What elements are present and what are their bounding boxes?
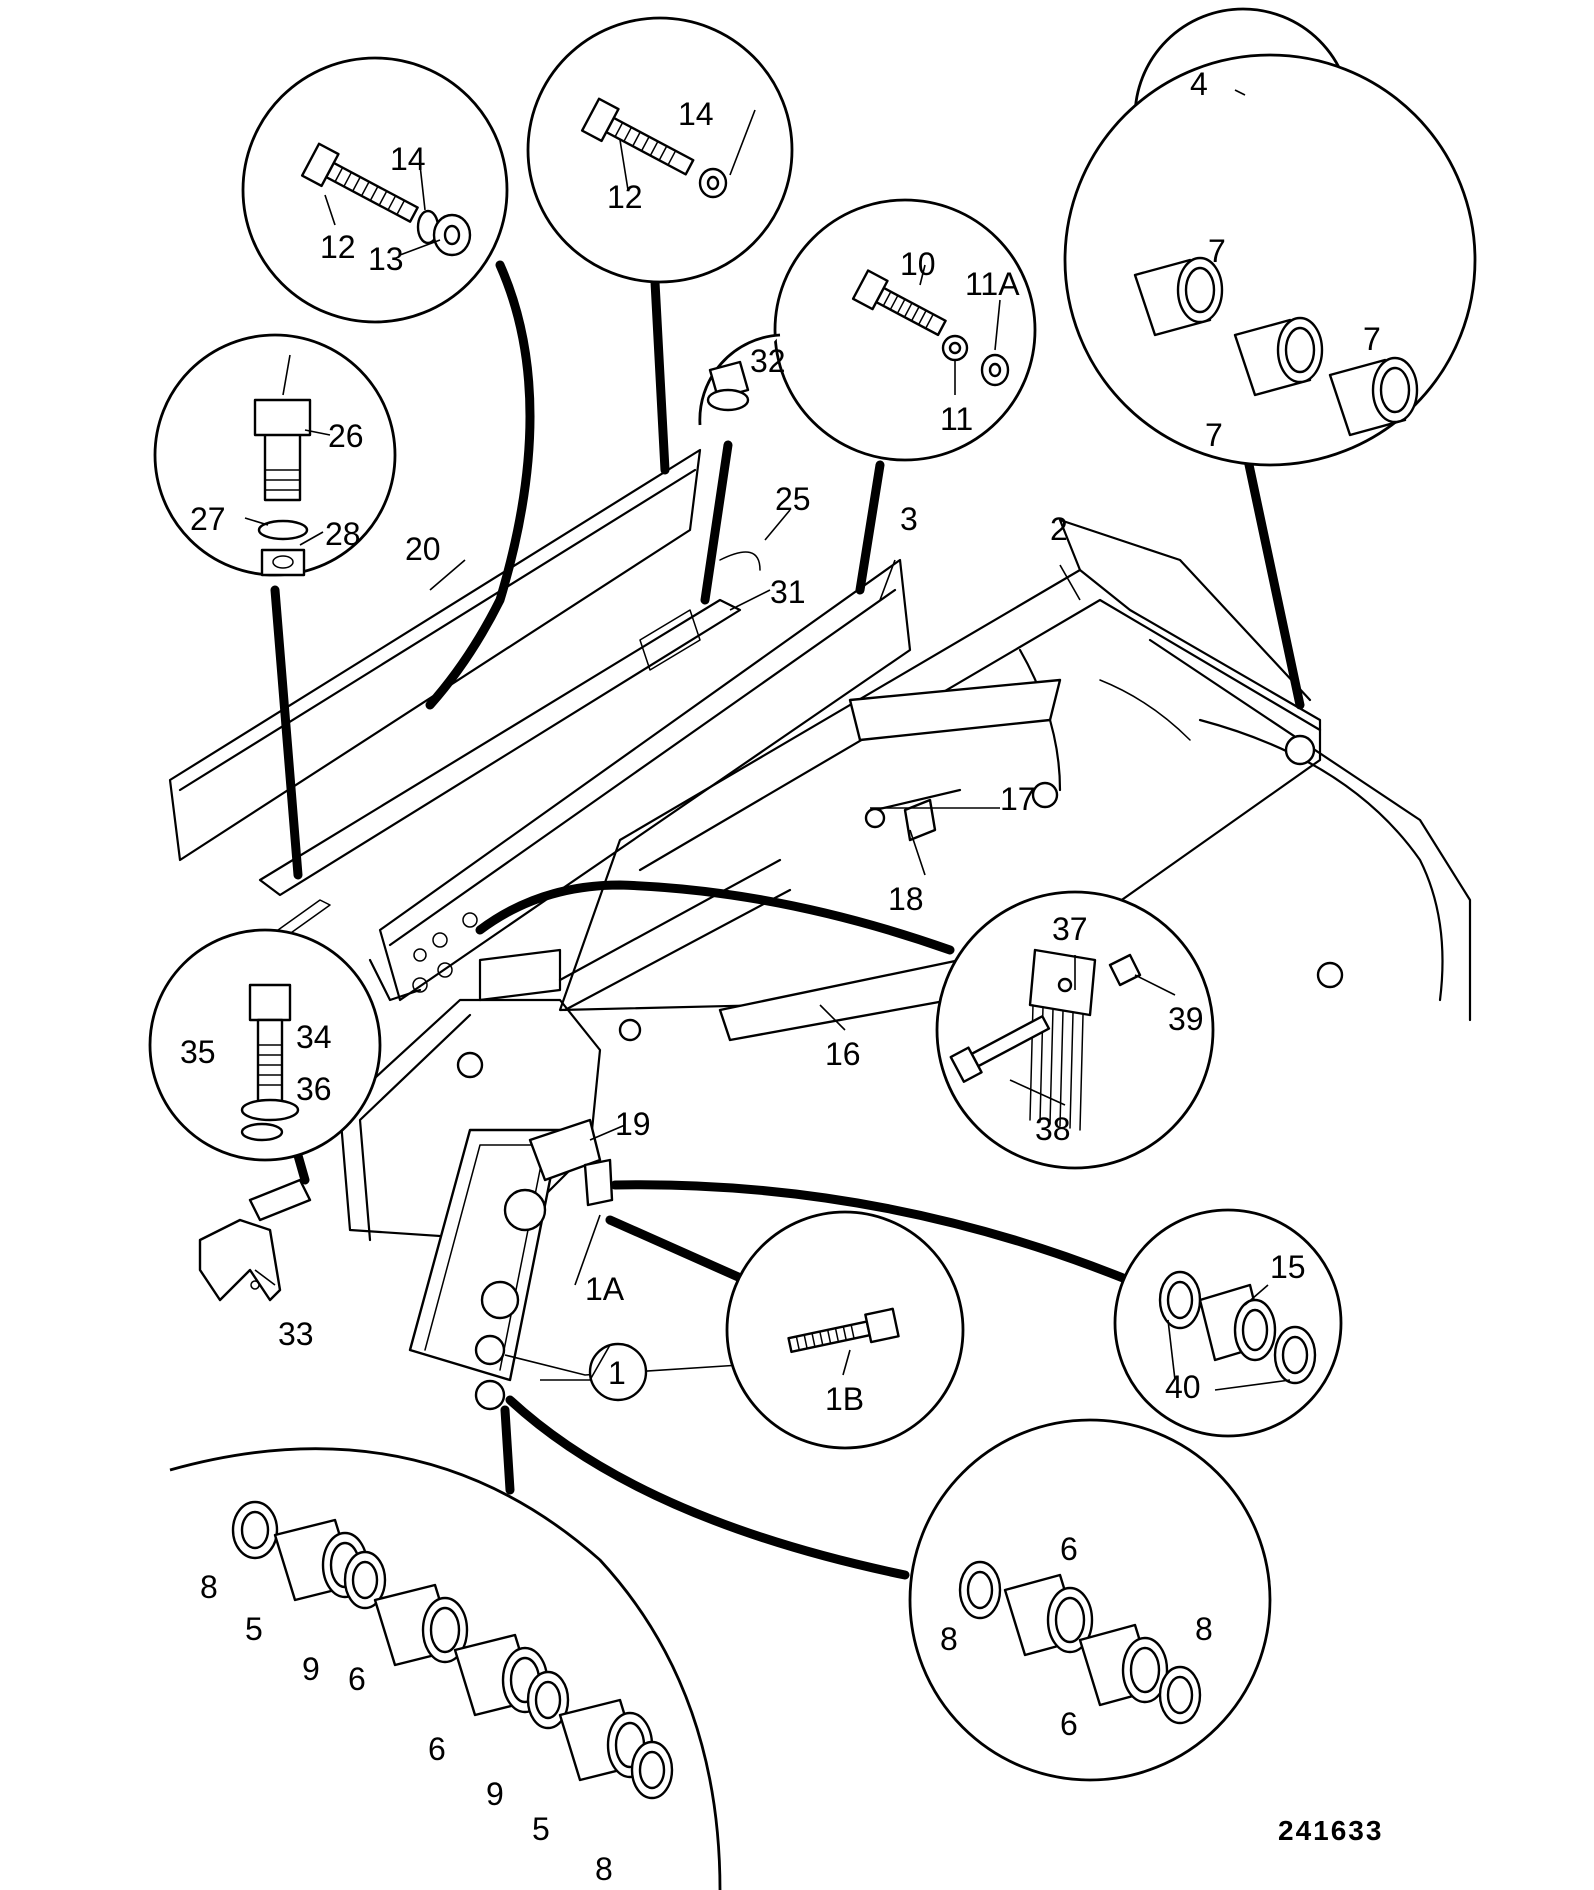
callout-19: 19	[615, 1106, 651, 1142]
callout-2: 2	[1050, 511, 1068, 547]
callout-32: 32	[750, 343, 786, 379]
callout-5: 5	[532, 1811, 550, 1847]
callout-36: 36	[296, 1071, 332, 1107]
callout-26: 26	[328, 418, 364, 454]
callout-1: 1	[608, 1355, 626, 1391]
callout-5: 5	[245, 1611, 263, 1647]
detail-bushes-bottom-left	[169, 1447, 722, 1890]
callout-10: 10	[900, 246, 936, 282]
detail-bolt-washer-nut	[241, 56, 509, 324]
detail-bolt-34	[148, 928, 382, 1162]
callout-7: 7	[1208, 233, 1226, 269]
callout-1-circle	[588, 1342, 648, 1402]
callout-4: 4	[1190, 66, 1208, 102]
callout-8: 8	[200, 1569, 218, 1605]
callout-18: 18	[888, 881, 924, 917]
callout-15: 15	[1270, 1249, 1306, 1285]
callout-27: 27	[190, 501, 226, 537]
detail-screw-1b	[725, 1210, 965, 1450]
callout-13: 13	[368, 241, 404, 277]
callout-14: 14	[390, 141, 426, 177]
callout-33: 33	[278, 1316, 314, 1352]
callout-25: 25	[775, 481, 811, 517]
detail-bolt-26	[153, 333, 397, 577]
detail-bolt-washer	[526, 16, 794, 284]
callout-12: 12	[607, 179, 643, 215]
callout-8: 8	[595, 1851, 613, 1887]
callout-37: 37	[1052, 911, 1088, 947]
callout-8: 8	[1195, 1611, 1213, 1647]
connector-leaders	[270, 260, 1305, 1580]
detail-bushes-top-right	[1063, 53, 1477, 467]
callout-17: 17	[1000, 781, 1036, 817]
callout-6: 6	[1060, 1531, 1078, 1567]
callout-34: 34	[296, 1019, 332, 1055]
callout-6: 6	[428, 1731, 446, 1767]
callout-11a: 11A	[965, 266, 1020, 302]
label-leaders	[244, 89, 1291, 1391]
callout-6: 6	[348, 1661, 366, 1697]
callout-35: 35	[180, 1034, 216, 1070]
drawing-number: 241633	[1278, 1815, 1383, 1846]
callout-7: 7	[1205, 417, 1223, 453]
main-boom-assembly	[168, 448, 1472, 1411]
callout-7: 7	[1363, 321, 1381, 357]
callout-16: 16	[825, 1036, 861, 1072]
callout-38: 38	[1035, 1111, 1071, 1147]
callout-28: 28	[325, 516, 361, 552]
callout-9: 9	[486, 1776, 504, 1812]
callout-31: 31	[770, 574, 806, 610]
callout-6: 6	[1060, 1706, 1078, 1742]
callout-8: 8	[940, 1621, 958, 1657]
callout-3: 3	[900, 501, 918, 537]
detail-capscrew-washers	[773, 198, 1037, 462]
callout-40: 40	[1165, 1369, 1201, 1405]
callout-11: 11	[940, 401, 973, 437]
detail-bush-15	[1113, 1208, 1343, 1438]
callout-20: 20	[405, 531, 441, 567]
callout-9: 9	[302, 1651, 320, 1687]
detail-comb-37	[935, 890, 1215, 1170]
callout-1a: 1A	[585, 1271, 625, 1307]
detail-screw-32	[698, 333, 781, 426]
callout-39: 39	[1168, 1001, 1204, 1037]
callout-12: 12	[320, 229, 356, 265]
callout-labels: 12 14 13 12 14 4 7 7 7 10 11A 11 32 26 2…	[180, 66, 1381, 1887]
detail-bushes-6	[908, 1418, 1272, 1782]
callout-1b: 1B	[825, 1381, 864, 1417]
callout-14: 14	[678, 96, 714, 132]
